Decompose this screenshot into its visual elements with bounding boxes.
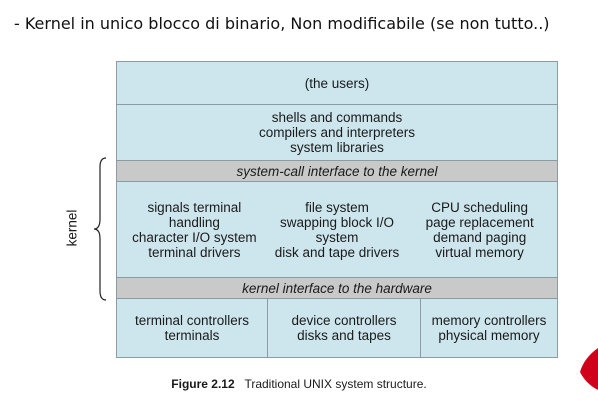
kernel-item: terminal drivers [148, 244, 241, 260]
kernel-item: disk and tape drivers [274, 244, 400, 260]
kernel-item: handling [168, 214, 220, 230]
hardware-interface-label: kernel interface to the hardware [242, 280, 432, 296]
kernel-side-label: kernel [64, 209, 80, 247]
kernel-column-signals: signals terminal handling character I/O … [123, 200, 266, 260]
unix-structure-diagram: (the users) shells and commands compiler… [116, 61, 558, 358]
kernel-item: swapping block I/O [279, 214, 395, 230]
shells-line: system libraries [290, 140, 384, 155]
figure-caption: Figure 2.12 Traditional UNIX system stru… [0, 377, 598, 391]
kernel-item: system [315, 229, 359, 245]
hardware-layer: terminal controllers terminals device co… [117, 299, 557, 357]
users-layer: (the users) [117, 62, 557, 105]
bullet-text: - Kernel in unico blocco di binario, Non… [14, 14, 550, 33]
shells-line: compilers and interpreters [258, 125, 416, 140]
hardware-item: terminal controllers [134, 313, 250, 328]
hardware-cell-memory: memory controllers physical memory [420, 299, 557, 357]
kernel-item: demand paging [433, 229, 527, 245]
syscall-interface-label: system-call interface to the kernel [236, 163, 438, 179]
figure-caption-text: Traditional UNIX system structure. [244, 377, 427, 391]
kernel-item: page replacement [425, 214, 534, 230]
kernel-item: virtual memory [435, 244, 524, 260]
syscall-interface-band: system-call interface to the kernel [117, 161, 557, 182]
hardware-cell-terminals: terminal controllers terminals [117, 299, 267, 357]
kernel-item: character I/O system [132, 229, 257, 245]
hardware-interface-band: kernel interface to the hardware [117, 278, 557, 299]
kernel-item: CPU scheduling [431, 199, 529, 215]
kernel-column-filesystem: file system swapping block I/O system di… [266, 200, 409, 260]
kernel-item: file system [305, 199, 369, 215]
shells-line: shells and commands [271, 110, 403, 125]
hardware-item: memory controllers [431, 313, 547, 328]
hardware-item: disks and tapes [297, 328, 391, 343]
curly-brace-icon [93, 157, 107, 301]
hardware-item: physical memory [438, 328, 540, 343]
kernel-layer: signals terminal handling character I/O … [117, 182, 557, 278]
shells-layer: shells and commands compilers and interp… [117, 105, 557, 161]
hardware-cell-devices: device controllers disks and tapes [267, 299, 420, 357]
users-label: (the users) [304, 75, 370, 91]
figure-number: Figure 2.12 [171, 377, 235, 391]
kernel-item: signals terminal [147, 199, 242, 215]
kernel-column-memory: CPU scheduling page replacement demand p… [408, 200, 551, 260]
hardware-item: terminals [164, 328, 220, 343]
red-shape-icon [580, 348, 598, 390]
hardware-item: device controllers [291, 313, 397, 328]
